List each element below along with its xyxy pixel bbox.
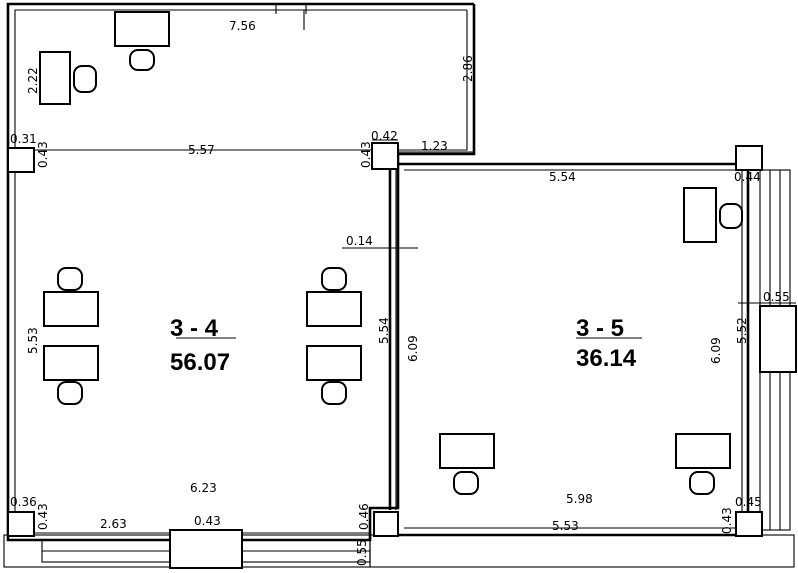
- dim-col-tl-h: 0.43: [36, 141, 50, 168]
- desk-34-right-2: [306, 345, 362, 381]
- desk-34-right-1: [306, 291, 362, 327]
- windows: [41, 169, 797, 563]
- column-top-right: [735, 145, 763, 171]
- desk-top: [114, 11, 170, 47]
- chair-34-left-1: [57, 267, 83, 291]
- chair-34-right-2: [321, 381, 347, 405]
- column-bottom-window: [169, 529, 243, 569]
- column-top-mid: [371, 142, 399, 170]
- dim-notch-height: 2.86: [461, 55, 475, 82]
- dim-col-bl-h: 0.43: [36, 503, 50, 530]
- dim-room34-left: 5.53: [26, 327, 40, 354]
- column-top-left: [7, 147, 35, 173]
- desk-left-top: [39, 51, 71, 105]
- room-3-5-inner-wall: [404, 169, 743, 529]
- dim-col-bl-w: 0.36: [10, 495, 37, 509]
- window-right-pier: [759, 305, 797, 373]
- dim-desk-side: 2.22: [26, 67, 40, 94]
- dim-room35-left: 6.09: [406, 335, 420, 362]
- desk-34-left-2: [43, 345, 99, 381]
- chair-35-bottom-right: [689, 471, 715, 495]
- chair-top: [129, 49, 155, 71]
- dim-top-width: 7.56: [229, 19, 256, 33]
- bottom-exterior-strip-right: [369, 534, 795, 568]
- dim-room35-right: 6.09: [709, 337, 723, 364]
- dim-col-tl-w: 0.31: [10, 132, 37, 146]
- dim-notch-ledge: 1.23: [421, 139, 448, 153]
- chair-left-top: [73, 65, 97, 93]
- dim-bottom-seg: 2.63: [100, 517, 127, 531]
- room-3-4-outer-wall: [6, 2, 476, 542]
- dim-window-depth: 0.55: [763, 290, 790, 304]
- dim-partition: 0.14: [346, 234, 373, 248]
- dim-room34-right: 5.54: [377, 317, 391, 344]
- dim-col-br-h: 0.43: [720, 507, 734, 534]
- furniture: [39, 11, 743, 495]
- chair-35-bottom-left: [453, 471, 479, 495]
- column-bottom-right: [735, 511, 763, 537]
- chair-34-right-1: [321, 267, 347, 291]
- dim-room35-top: 5.54: [549, 170, 576, 184]
- dim-col-mid-h: 0.43: [359, 141, 373, 168]
- dim-room35-bottom-outer: 5.53: [552, 519, 579, 533]
- dim-col-bm-h: 0.46: [357, 503, 371, 530]
- room-3-4-label: 3 - 4: [170, 315, 219, 342]
- room-3-5-area: 36.14: [576, 345, 637, 372]
- dim-bottom-depth: 0.55: [355, 539, 369, 566]
- chair-34-left-2: [57, 381, 83, 405]
- desk-34-left-1: [43, 291, 99, 327]
- dim-col-mid-w: 0.42: [371, 129, 398, 143]
- desk-35-bottom-right: [675, 433, 731, 469]
- walls: [3, 2, 795, 568]
- column-bottom-mid: [373, 511, 399, 537]
- dim-col-tr-h: 0.44: [734, 170, 761, 184]
- columns: [7, 142, 763, 569]
- dim-room34-top: 5.57: [188, 143, 215, 157]
- column-bottom-left: [7, 511, 35, 537]
- dim-col-br-w: 0.45: [735, 495, 762, 509]
- dim-room34-bottom: 6.23: [190, 481, 217, 495]
- dimension-lines: [176, 139, 796, 339]
- chair-35-top-right: [719, 203, 743, 229]
- dim-room35-bottom: 5.98: [566, 492, 593, 506]
- room-3-4-area: 56.07: [170, 349, 230, 376]
- desk-35-bottom-left: [439, 433, 495, 469]
- dim-bottom-col: 0.43: [194, 514, 221, 528]
- dim-window-height: 5.52: [735, 317, 749, 344]
- room-3-5-label: 3 - 5: [576, 315, 624, 342]
- desk-35-top-right: [683, 187, 717, 243]
